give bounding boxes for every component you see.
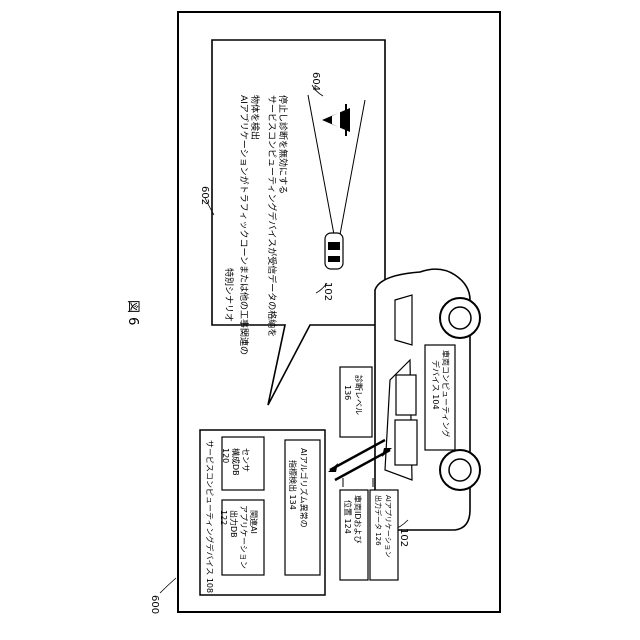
vehicle-id-line2: 位置 124 — [342, 500, 352, 534]
vehicle-id-line1: 車両IDおよび — [352, 495, 362, 544]
scenario-heading: 特別シナリオ — [222, 268, 233, 322]
ai-db-line2: アプリケーション — [238, 505, 248, 569]
vehicle-device-line1: 車両コンピューティング — [440, 350, 450, 438]
small-car-icon — [325, 233, 343, 269]
figure-ref: 600 — [148, 595, 161, 614]
scenario-line4: 停止し診断を無効にする — [276, 95, 287, 194]
scenario-line2: 物体を検出 — [248, 95, 259, 140]
scenario-line1: AIアプリケーションがトラフィックコーンまたは他の工事関連の — [237, 95, 248, 355]
arrow-head-a — [328, 463, 338, 472]
ai-output-line1: AIアプリケーション — [383, 495, 392, 558]
server-title: サービスコンピューティングデバイス 108 — [204, 440, 214, 593]
bubble-ref: 602 — [198, 186, 211, 205]
cone-ref: 604 — [309, 72, 322, 91]
diag-level-label: 診断レベル — [353, 375, 363, 415]
leader-600 — [160, 578, 176, 593]
figure-title: 図 6 — [124, 300, 140, 325]
ai-db-ref: 122 — [218, 510, 228, 525]
ai-db-line1: 関連AI — [248, 510, 258, 534]
sensor-db-line1: センサ — [240, 448, 250, 472]
anomaly-line1: AIアルゴリズム異常の — [298, 448, 308, 528]
diag-level-ref: 136 — [342, 385, 352, 400]
scenario-line3: サービスコンピューティングデバイスが受信データの格納を — [265, 95, 276, 337]
sensor-db-ref: 120 — [220, 448, 230, 463]
vehicle-ref: 102 — [397, 528, 410, 547]
car-ref: 102 — [321, 282, 334, 301]
sensor-db-line2: 構成DB — [230, 448, 240, 476]
ai-db-line3: 出力DB — [228, 510, 238, 538]
vehicle-device-line2: デバイス 104 — [430, 360, 440, 410]
ai-output-line2: 出力データ 126 — [373, 495, 382, 546]
anomaly-line2: 指標検出 134 — [287, 460, 297, 510]
